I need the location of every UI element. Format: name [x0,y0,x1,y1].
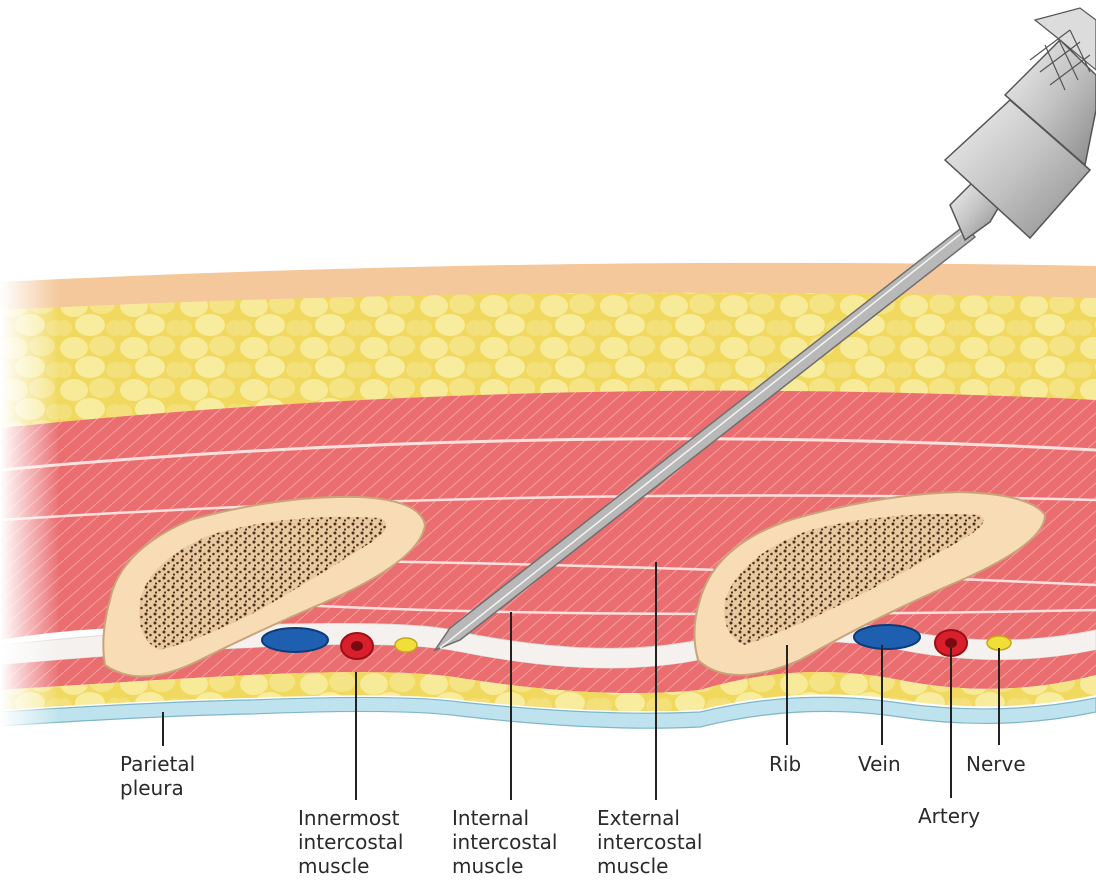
label-external-intercostal-muscle: External intercostal muscle [597,806,702,878]
label-rib: Rib [769,752,801,776]
leader-parietal-pleura [162,712,164,746]
label-vein: Vein [858,752,901,776]
label-artery: Artery [918,804,980,828]
vein-left [262,628,328,652]
label-nerve: Nerve [966,752,1026,776]
leader-innermost [355,672,357,800]
leader-vein [881,645,883,745]
leader-external [655,562,657,800]
vein-right [854,625,920,649]
leader-nerve [998,648,1000,745]
label-parietal-pleura: Parietal pleura [120,752,195,800]
label-innermost-intercostal-muscle: Innermost intercostal muscle [298,806,403,878]
nerve-left [395,638,417,652]
syringe [945,8,1096,240]
leader-artery [950,648,952,798]
label-internal-intercostal-muscle: Internal intercostal muscle [452,806,557,878]
leader-rib [786,645,788,745]
leader-internal [510,612,512,800]
